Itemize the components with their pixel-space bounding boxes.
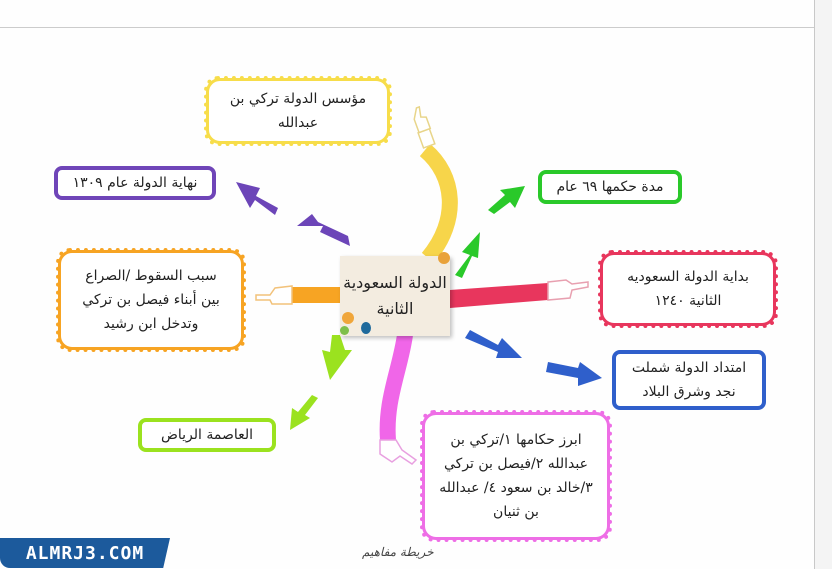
node-start[interactable]: بداية الدولة السعوديه الثانية ١٢٤٠ — [598, 250, 778, 328]
image-caption: خريطة مفاهيم — [362, 545, 434, 559]
pointing-hand-icon — [379, 439, 418, 465]
pointing-hand-icon — [547, 279, 589, 301]
node-rulers[interactable]: ابرز حكامها ١/تركي بن عبدالله ٢/فيصل بن … — [420, 410, 612, 542]
site-watermark: ALMRJ3.COM — [0, 538, 170, 568]
central-topic[interactable]: الدولة السعودية الثانية — [340, 256, 450, 336]
node-end[interactable]: نهاية الدولة عام ١٣٠٩ — [54, 166, 216, 200]
pointing-hand-icon — [255, 285, 293, 305]
node-capital[interactable]: العاصمة الرياض — [138, 418, 276, 452]
node-rulers-text: ابرز حكامها ١/تركي بن عبدالله ٢/فيصل بن … — [439, 432, 593, 520]
node-capital-text: العاصمة الرياض — [160, 427, 254, 443]
node-extent-text: امتداد الدولة شملت نجد وشرق البلاد — [631, 360, 747, 400]
connector-rulers — [379, 333, 413, 441]
push-pin-icon — [438, 252, 450, 264]
node-start-text: بداية الدولة السعوديه الثانية ١٢٤٠ — [627, 269, 749, 309]
node-extent[interactable]: امتداد الدولة شملت نجد وشرق البلاد — [612, 350, 766, 410]
node-end-text: نهاية الدولة عام ١٣٠٩ — [72, 175, 198, 191]
site-watermark-text: ALMRJ3.COM — [25, 542, 145, 564]
pointing-hand-icon — [413, 105, 436, 149]
arrow-icon — [455, 186, 525, 278]
node-founder-text: مؤسس الدولة تركي بن عبدالله — [229, 91, 367, 131]
arrow-icon — [290, 335, 352, 430]
connector-founder — [419, 143, 458, 264]
node-duration[interactable]: مدة حكمها ٦٩ عام — [538, 170, 682, 204]
vertical-scrollbar[interactable] — [814, 0, 832, 569]
central-topic-label: الدولة السعودية الثانية — [343, 273, 447, 318]
push-pin-icon — [340, 326, 349, 335]
connector-fall-reason — [292, 287, 342, 303]
connector-start — [450, 283, 548, 308]
arrow-icon — [236, 182, 350, 246]
node-fall-reason[interactable]: سبب السقوط /الصراع بين أبناء فيصل بن ترك… — [56, 248, 246, 352]
node-fall-reason-text: سبب السقوط /الصراع بين أبناء فيصل بن ترك… — [82, 268, 220, 332]
arrow-icon — [465, 330, 602, 386]
push-pin-icon — [342, 312, 354, 324]
push-pin-icon — [361, 322, 371, 334]
top-toolbar-area — [0, 0, 815, 28]
node-duration-text: مدة حكمها ٦٩ عام — [556, 179, 664, 195]
node-founder[interactable]: مؤسس الدولة تركي بن عبدالله — [204, 76, 392, 146]
